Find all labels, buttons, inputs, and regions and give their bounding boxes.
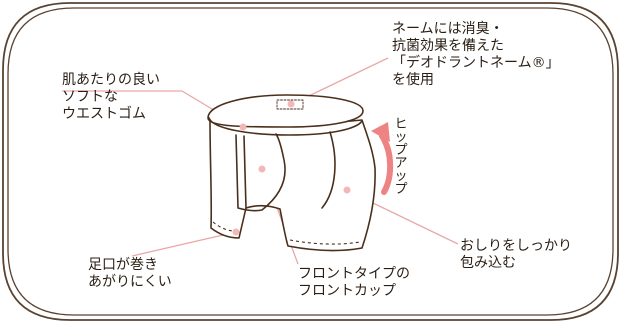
dot-front-cup [258,165,266,173]
boxer-brief [207,94,376,252]
dot-leg-opening [232,228,240,236]
front-seam [243,135,247,209]
hip-curve [321,131,336,209]
label-name-tag: ネームには消臭・ 抗菌効果を備えた 「デオドラントネーム®」 を使用 [392,21,560,88]
waistband-front [208,117,363,136]
waistband-top [207,94,364,128]
frame-inner [7,7,614,316]
hem-right [289,239,361,245]
label-hip-up: ヒップアップ [394,117,408,197]
leader-lines [62,57,459,265]
leader-leg-opening [131,231,237,257]
label-leg-opening: 足口が巻き あがりにくい [88,257,172,290]
dot-waistband [239,123,247,131]
label-hip-wrap: おしりをしっかり 包み込む [460,238,572,271]
label-waistband: 肌あたりの良い ソフトな ウエストゴム [62,72,160,122]
dot-name-tag [287,100,295,108]
callout-dots [232,100,351,236]
front-cup-panel [235,133,286,212]
label-front-cup: フロントタイプの フロントカップ [298,266,410,299]
dot-hip-wrap [343,186,351,194]
hip-up-arrow-icon [371,122,394,195]
